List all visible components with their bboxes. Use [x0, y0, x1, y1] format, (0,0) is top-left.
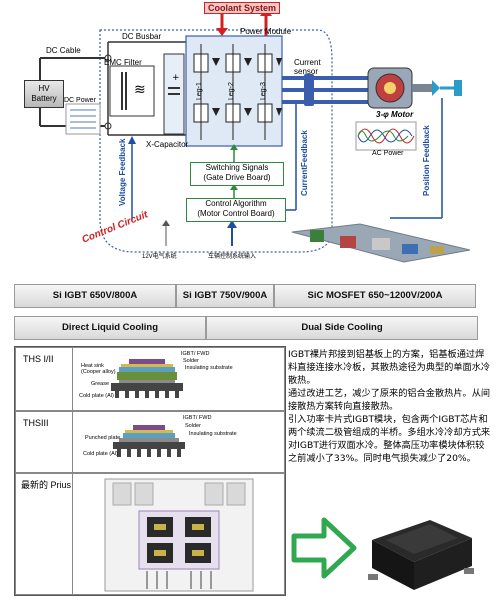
green-arrow-icon	[291, 517, 357, 579]
voltage-feedback-label: Voltage Feedback	[118, 138, 127, 206]
description-paragraph-3: 引入功率卡片式IGBT模块，包含两个IGBT芯片和两个续流二极管组成的半桥。多组…	[288, 414, 491, 464]
inverter-product-image	[368, 520, 474, 590]
ths3-label-igbt: IGBT/ FWD	[183, 415, 212, 421]
coolant-system-label: Coolant System	[204, 2, 281, 14]
roadmap-sic-mosfet: SiC MOSFET 650~1200V/200A	[274, 284, 476, 308]
motor-label: 3-φ Motor	[376, 110, 414, 119]
system-diagram: ≋ +	[39, 8, 471, 263]
row-name-prius: 最新的 Prius	[21, 480, 72, 490]
position-feedback-label: Position Feedback	[422, 125, 431, 196]
roadmap-dual-side-cooling: Dual Side Cooling	[206, 316, 478, 340]
prius-module-drawing	[104, 478, 254, 592]
current-sensor-label: Current sensor	[294, 58, 321, 76]
vehicle-control-input-label: 车辆控制系统输入	[208, 254, 257, 260]
power-module-label: Power Module	[240, 27, 292, 36]
leg-1-label: Leg-1	[196, 82, 203, 100]
ths3-label-solder: Solder	[185, 423, 201, 429]
switching-signals-box: Switching Signals (Gate Drive Board)	[190, 162, 284, 186]
roadmap-si-igbt-750: Si IGBT 750V/900A	[176, 284, 274, 308]
ths3-label-punched: Punched plate	[85, 435, 121, 441]
table-row-ths-3	[15, 411, 285, 473]
hv-battery: HV Battery	[24, 80, 64, 108]
ths12-label-substrate: Insulating substrate	[185, 365, 233, 371]
cooling-comparison-table: THS I/II THSIII 最新的 Prius IGBT/ FWD Sold…	[14, 346, 286, 596]
description-text: IGBT裸片邦接到铝基板上的方案，铝基板通过焊料直接连接水冷板，其散热途径为典型…	[288, 348, 492, 465]
ths12-cross-section	[111, 359, 183, 398]
emc-filter-label: EMC Filter	[104, 58, 142, 67]
ths3-label-substrate: Insulating substrate	[189, 431, 237, 437]
x-capacitor-label: X-Capacitor	[146, 140, 189, 149]
roadmap-direct-liquid-cooling: Direct Liquid Cooling	[14, 316, 206, 340]
control-algorithm-box: Control Algorithm (Motor Control Board)	[186, 198, 286, 222]
dc-power-label: DC Power	[64, 97, 96, 104]
row-name-ths-3: THSIII	[23, 418, 49, 428]
ths12-label-igbt: IGBT/ FWD	[181, 351, 210, 357]
ths12-label-heatsink: Heat sink (Cooper alloy)	[81, 363, 116, 375]
ths12-label-solder: Solder	[183, 358, 199, 364]
leg-2-label: Leg-2	[228, 82, 235, 100]
dc-busbar-label: DC Busbar	[122, 32, 162, 41]
table-row-ths-12	[15, 347, 285, 411]
current-feedback-label: CurrentFeedback	[300, 130, 309, 196]
table-row-prius	[15, 473, 285, 595]
filter-icon: ≋	[134, 82, 146, 98]
roadmap-si-igbt-650: Si IGBT 650V/800A	[14, 284, 176, 308]
dc-cable-label: DC Cable	[46, 46, 81, 55]
description-paragraph-2: 通过改进工艺，减少了原来的铝合金散热片。从间接散热方案转向直接散热。	[288, 388, 491, 412]
ths3-label-coldplate: Cold plate (Al)	[83, 451, 118, 457]
ths3-cross-section	[113, 425, 185, 457]
svg-text:+: +	[172, 73, 180, 83]
ths12-label-grease: Grease	[91, 381, 110, 387]
description-paragraph-1: IGBT裸片邦接到铝基板上的方案，铝基板通过焊料直接连接水冷板，其散热途径为典型…	[288, 349, 491, 386]
leg-3-label: Leg-3	[260, 82, 267, 100]
row-name-ths-12: THS I/II	[23, 354, 54, 364]
system-12v-label: 12V电气系统	[142, 254, 177, 260]
ths12-label-coldplate: Cold plate (Al)	[79, 393, 114, 399]
ac-power-label: AC Power	[372, 150, 404, 157]
